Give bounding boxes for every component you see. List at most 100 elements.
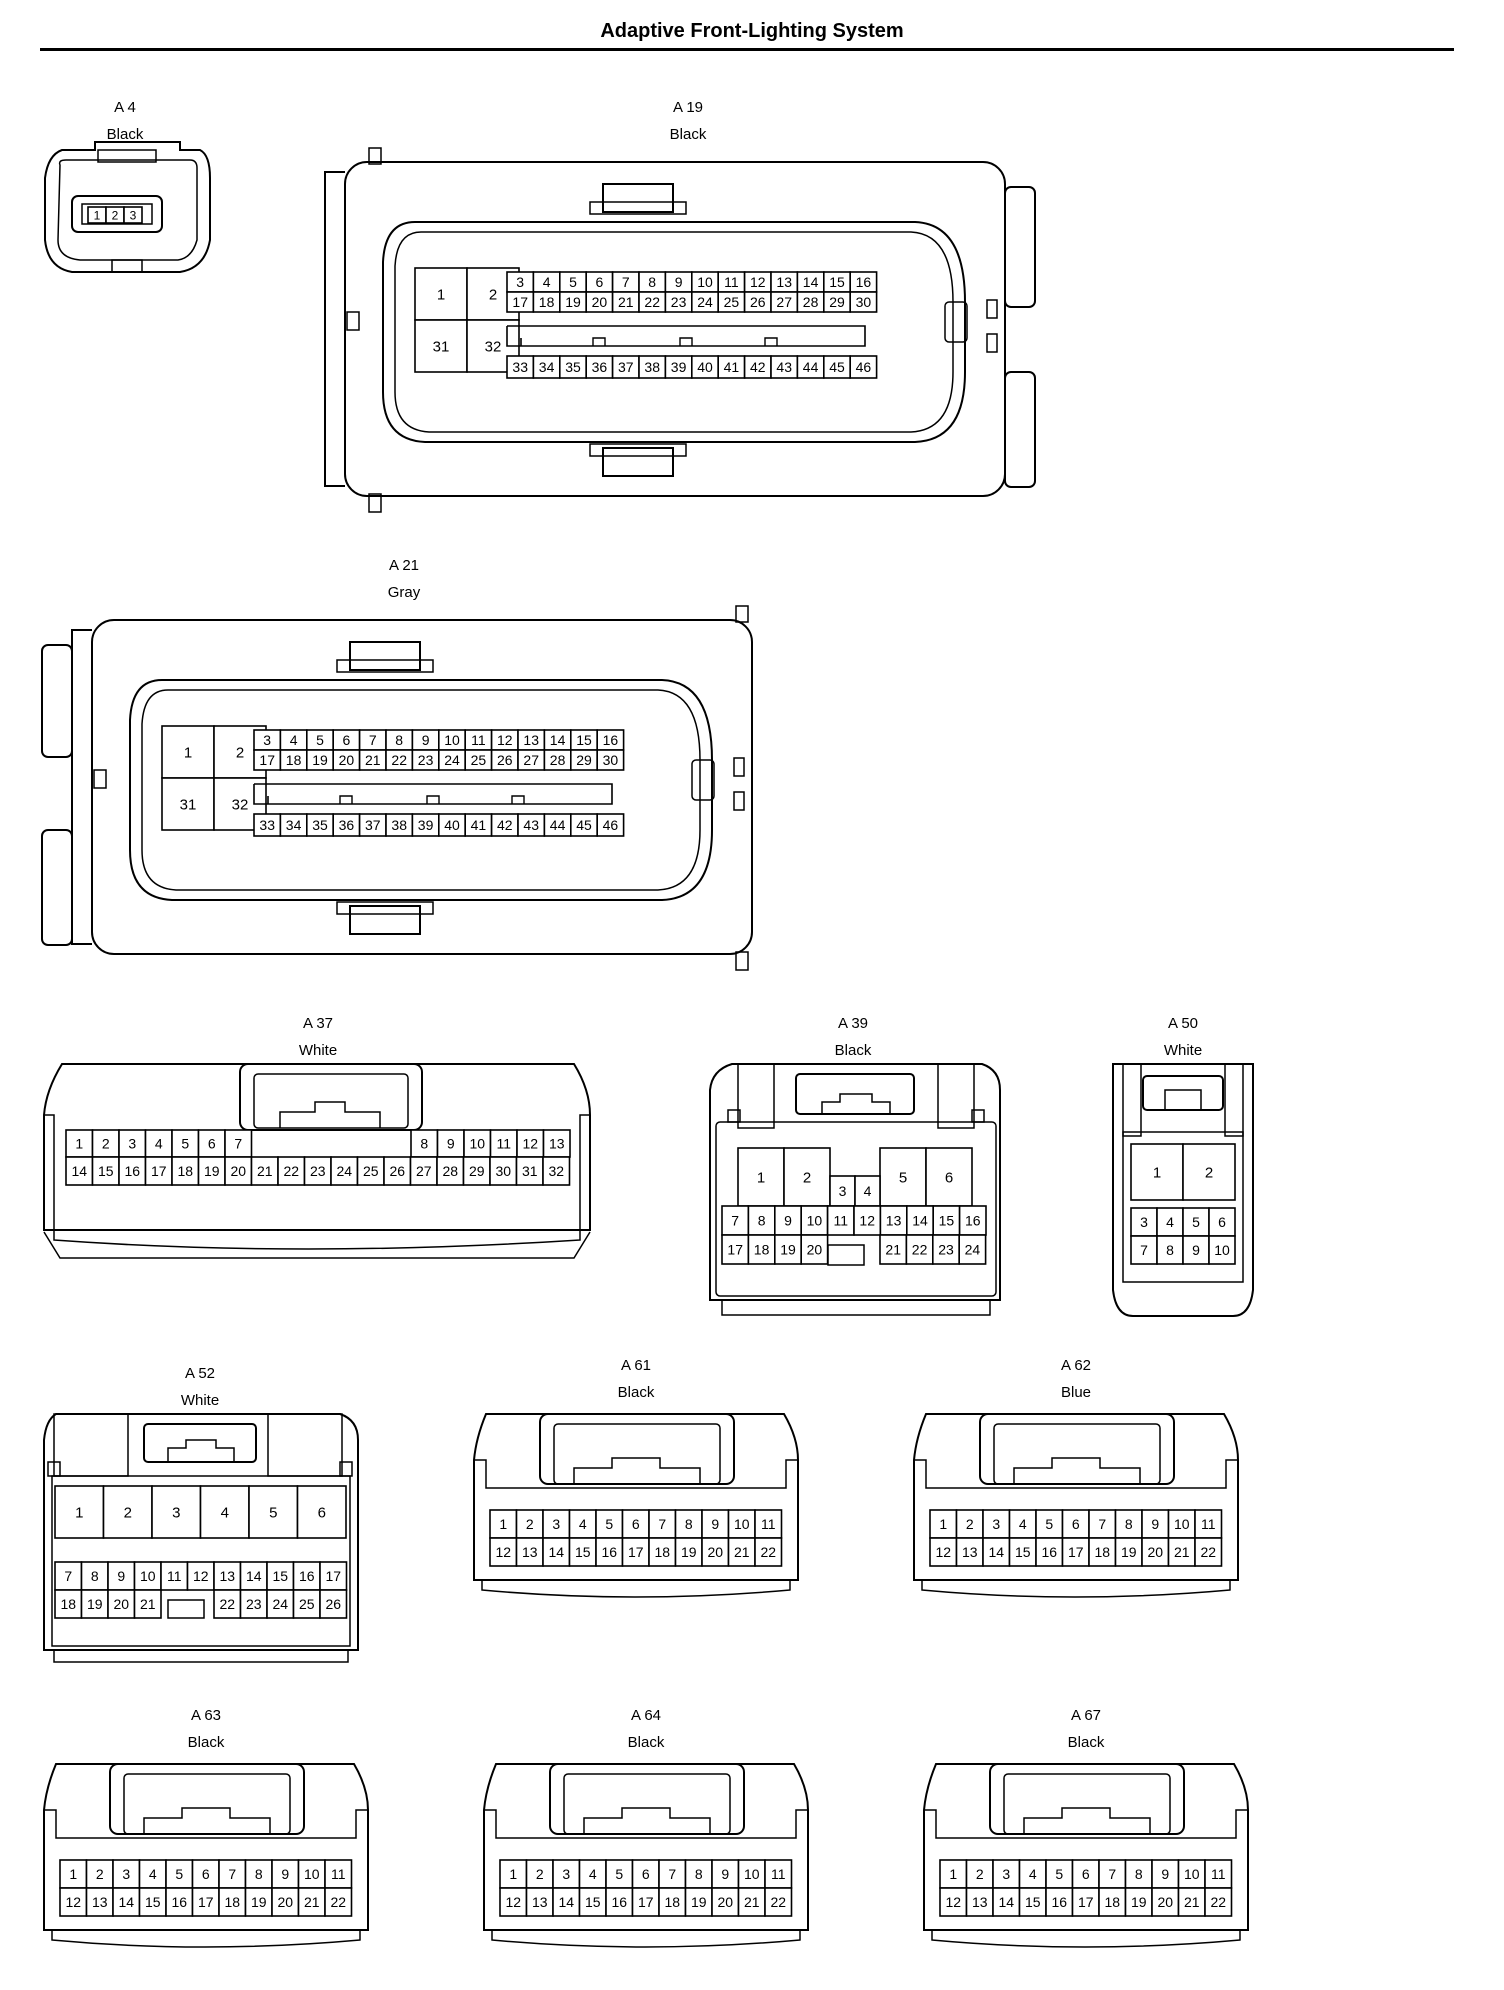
pin-cell	[658, 1887, 687, 1917]
pin-cell	[1045, 1859, 1074, 1889]
pin-cell	[319, 1561, 348, 1591]
outline	[733, 757, 745, 777]
pin-number: 29	[829, 294, 845, 310]
pin-number: 18	[177, 1163, 193, 1179]
pin-cell	[112, 1887, 141, 1917]
pin-cell	[489, 1156, 518, 1186]
outline	[324, 171, 345, 487]
pin-number: 6	[343, 732, 351, 748]
pin-number: 11	[496, 1136, 511, 1152]
pin-number: 3	[516, 274, 524, 290]
pin-number: 14	[803, 274, 819, 290]
outline	[267, 1413, 343, 1477]
pin-number: 38	[391, 817, 407, 833]
pin-number: 5	[615, 1866, 623, 1882]
pin-number: 15	[939, 1213, 955, 1229]
outline	[1142, 1075, 1224, 1111]
pin-cell	[1008, 1537, 1037, 1567]
pin-number: 16	[601, 1544, 617, 1560]
pin-number: 20	[1157, 1894, 1173, 1910]
pin-number: 2	[489, 286, 497, 303]
pin-cell	[568, 1509, 597, 1539]
outline	[921, 1580, 1231, 1598]
pin-number: 18	[1094, 1544, 1110, 1560]
pin-cell	[826, 1205, 855, 1236]
pin-number: 5	[899, 1169, 907, 1186]
pin-number: 34	[286, 817, 302, 833]
pin-cell	[684, 1887, 713, 1917]
connector-color: Black	[835, 1042, 872, 1059]
pin-number: 6	[318, 1504, 326, 1521]
pin-number: 22	[760, 1544, 776, 1560]
outline	[602, 183, 674, 213]
pin-number: 1	[509, 1866, 517, 1882]
pin-number: 9	[721, 1866, 729, 1882]
pin-number: 14	[558, 1894, 574, 1910]
pin-number: 26	[750, 294, 766, 310]
outline	[602, 447, 674, 477]
connector-id: A 50	[1168, 1015, 1198, 1032]
pin-number: 13	[972, 1894, 988, 1910]
pin-cell	[1208, 1235, 1236, 1265]
pin-number: 2	[536, 1866, 544, 1882]
pin-number: 16	[1041, 1544, 1057, 1560]
pin-number: 11	[167, 1568, 182, 1584]
pin-cell	[107, 1589, 136, 1619]
outline	[764, 337, 778, 346]
pin-cell	[1130, 1143, 1184, 1201]
pin-number: 10	[140, 1568, 156, 1584]
pin-cell	[1194, 1537, 1223, 1567]
pin-number: 20	[277, 1894, 293, 1910]
outline	[368, 147, 382, 165]
pin-number: 14	[988, 1544, 1004, 1560]
pin-number: 27	[776, 294, 792, 310]
pin-cell	[783, 1147, 831, 1207]
outline	[592, 337, 606, 346]
pin-number: 15	[575, 1544, 591, 1560]
pin-number: 20	[1147, 1544, 1163, 1560]
outline	[511, 795, 525, 804]
pin-cell	[955, 1537, 984, 1567]
pin-number: 6	[208, 1136, 216, 1152]
pin-cell	[925, 1147, 973, 1207]
pin-number: 13	[522, 1544, 538, 1560]
outline	[691, 759, 715, 801]
pin-number: 15	[145, 1894, 161, 1910]
pin-number: 15	[576, 732, 592, 748]
pin-number: 19	[1121, 1544, 1137, 1560]
pin-number: 8	[395, 732, 403, 748]
pin-number: 21	[257, 1163, 273, 1179]
outline	[44, 1114, 590, 1250]
pin-number: 7	[668, 1866, 676, 1882]
pin-number: 23	[671, 294, 687, 310]
pin-cell	[138, 1887, 167, 1917]
pin-number: 17	[1078, 1894, 1094, 1910]
pin-number: 22	[770, 1894, 786, 1910]
outline	[1224, 1063, 1244, 1137]
pin-number: 7	[1108, 1866, 1116, 1882]
outline	[913, 1413, 1239, 1581]
pin-number: 28	[803, 294, 819, 310]
pin-number: 16	[171, 1894, 187, 1910]
pin-number: 14	[71, 1163, 87, 1179]
pin-number: 17	[151, 1163, 167, 1179]
outline	[71, 629, 92, 945]
pin-number: 23	[938, 1242, 954, 1258]
pin-cell	[849, 291, 878, 313]
pin-cell	[1194, 1509, 1223, 1539]
outline	[937, 1063, 975, 1129]
outline	[81, 203, 153, 225]
pin-cell	[982, 1509, 1011, 1539]
pin-number: 37	[618, 359, 634, 375]
pin-number: 13	[523, 732, 539, 748]
pin-number: 23	[418, 752, 434, 768]
pin-cell	[80, 1589, 109, 1619]
pin-cell	[727, 1537, 756, 1567]
outline	[43, 1231, 591, 1259]
pin-cell	[1035, 1509, 1064, 1539]
pin-number: 15	[585, 1894, 601, 1910]
pin-number: 8	[91, 1568, 99, 1584]
pin-cell	[65, 1156, 94, 1186]
pin-number: 12	[497, 732, 513, 748]
